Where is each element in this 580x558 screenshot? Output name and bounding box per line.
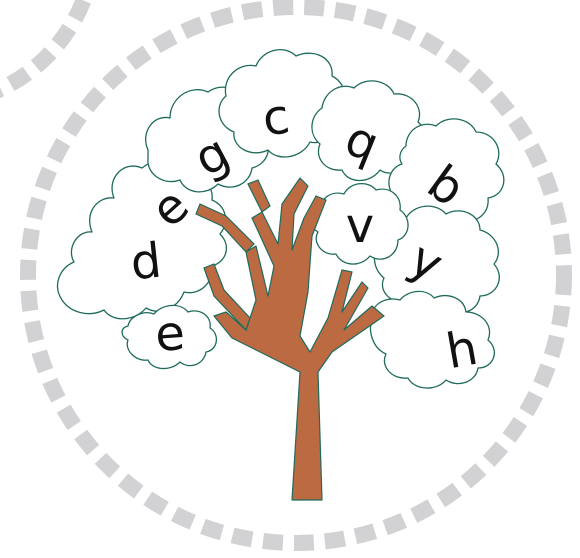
- letter-v: v: [346, 198, 374, 254]
- branch-upper-center: [248, 180, 270, 212]
- letter-d: d: [128, 233, 164, 292]
- dashed-ring-corner: [0, 0, 95, 105]
- letter-e-lower: e: [153, 305, 186, 363]
